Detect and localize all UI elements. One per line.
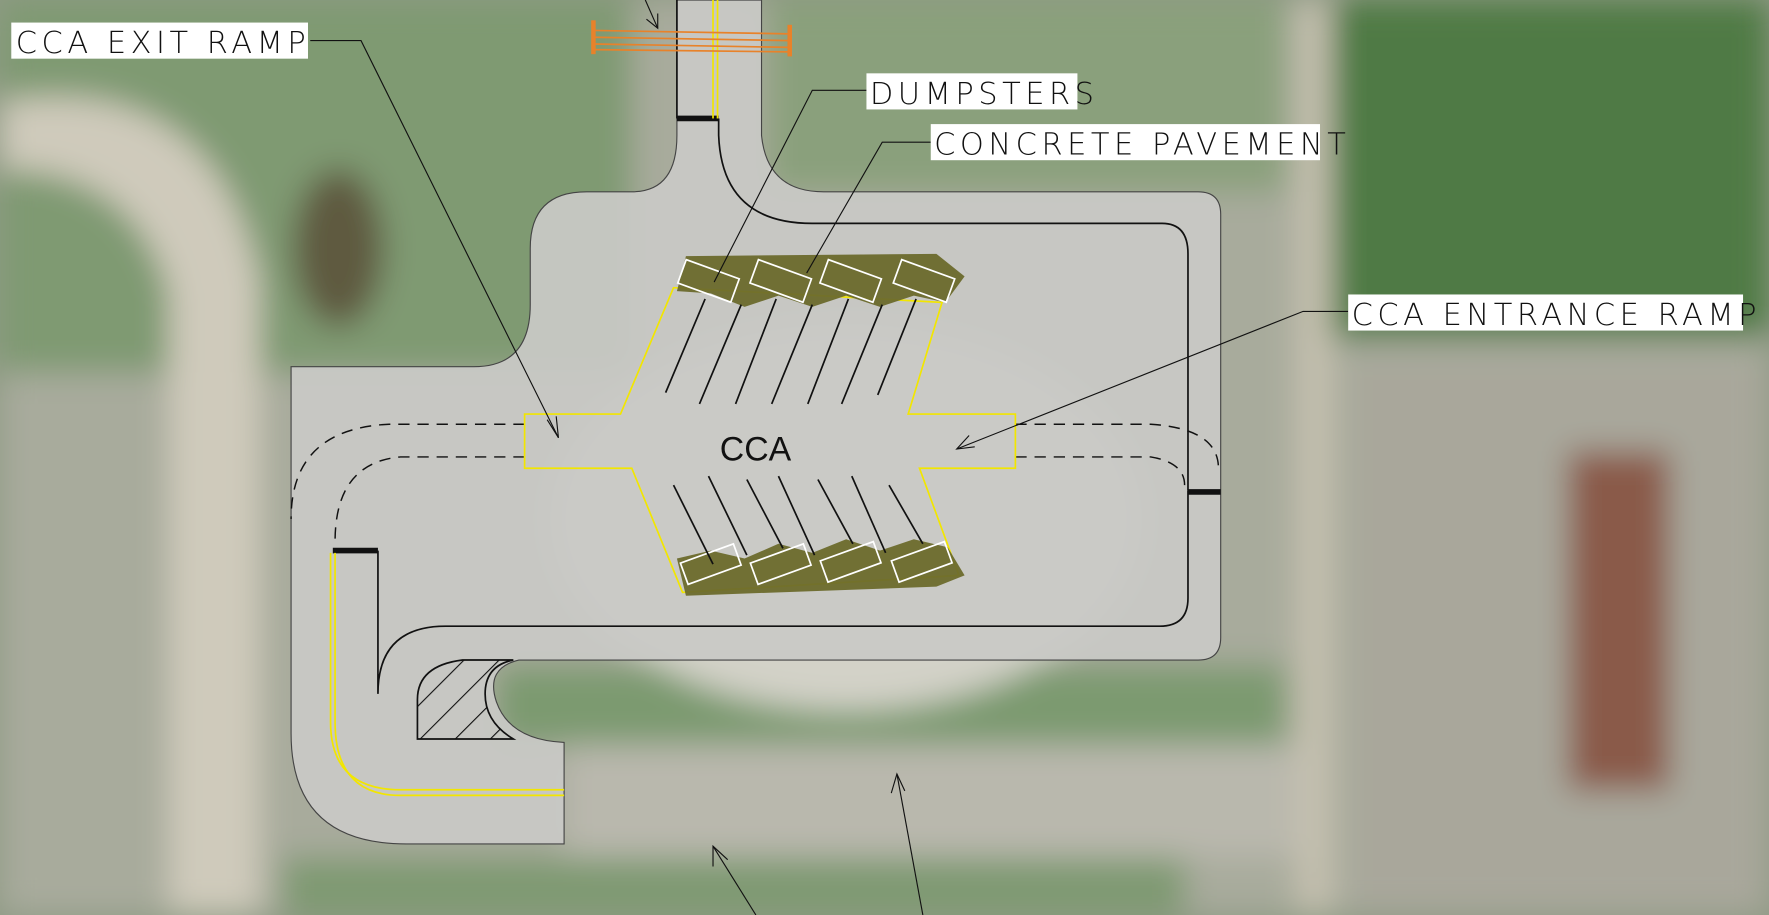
dumpsters [676,258,956,586]
svg-text:CCA EXIT RAMP: CCA EXIT RAMP [16,26,310,61]
svg-text:CCA ENTRANCE RAMP: CCA ENTRANCE RAMP [1352,298,1762,333]
leader-lines [310,0,1349,915]
stall-lines [664,298,924,565]
label-dumpsters: DUMPSTERS [866,73,1099,112]
svg-text:DUMPSTERS: DUMPSTERS [870,77,1099,112]
dumpster-pad-south [676,539,965,596]
arrowheads [546,13,975,867]
concrete-pavement-area [290,0,1222,845]
hatched-island [416,659,517,740]
label-concrete-pavement: CONCRETE PAVEMENT [930,124,1350,163]
stop-bars [332,115,1221,554]
yellow-lane-lines [329,0,719,797]
label-cca-exit-ramp: CCA EXIT RAMP [11,22,310,61]
ramp-dashed-lines [290,423,1220,542]
label-cca-entrance-ramp: CCA ENTRANCE RAMP [1348,294,1762,333]
label-cca-center: CCA [720,430,792,468]
curb-lines [377,0,1189,694]
svg-text:CONCRETE PAVEMENT: CONCRETE PAVEMENT [934,128,1350,163]
orange-barrier [591,20,792,57]
